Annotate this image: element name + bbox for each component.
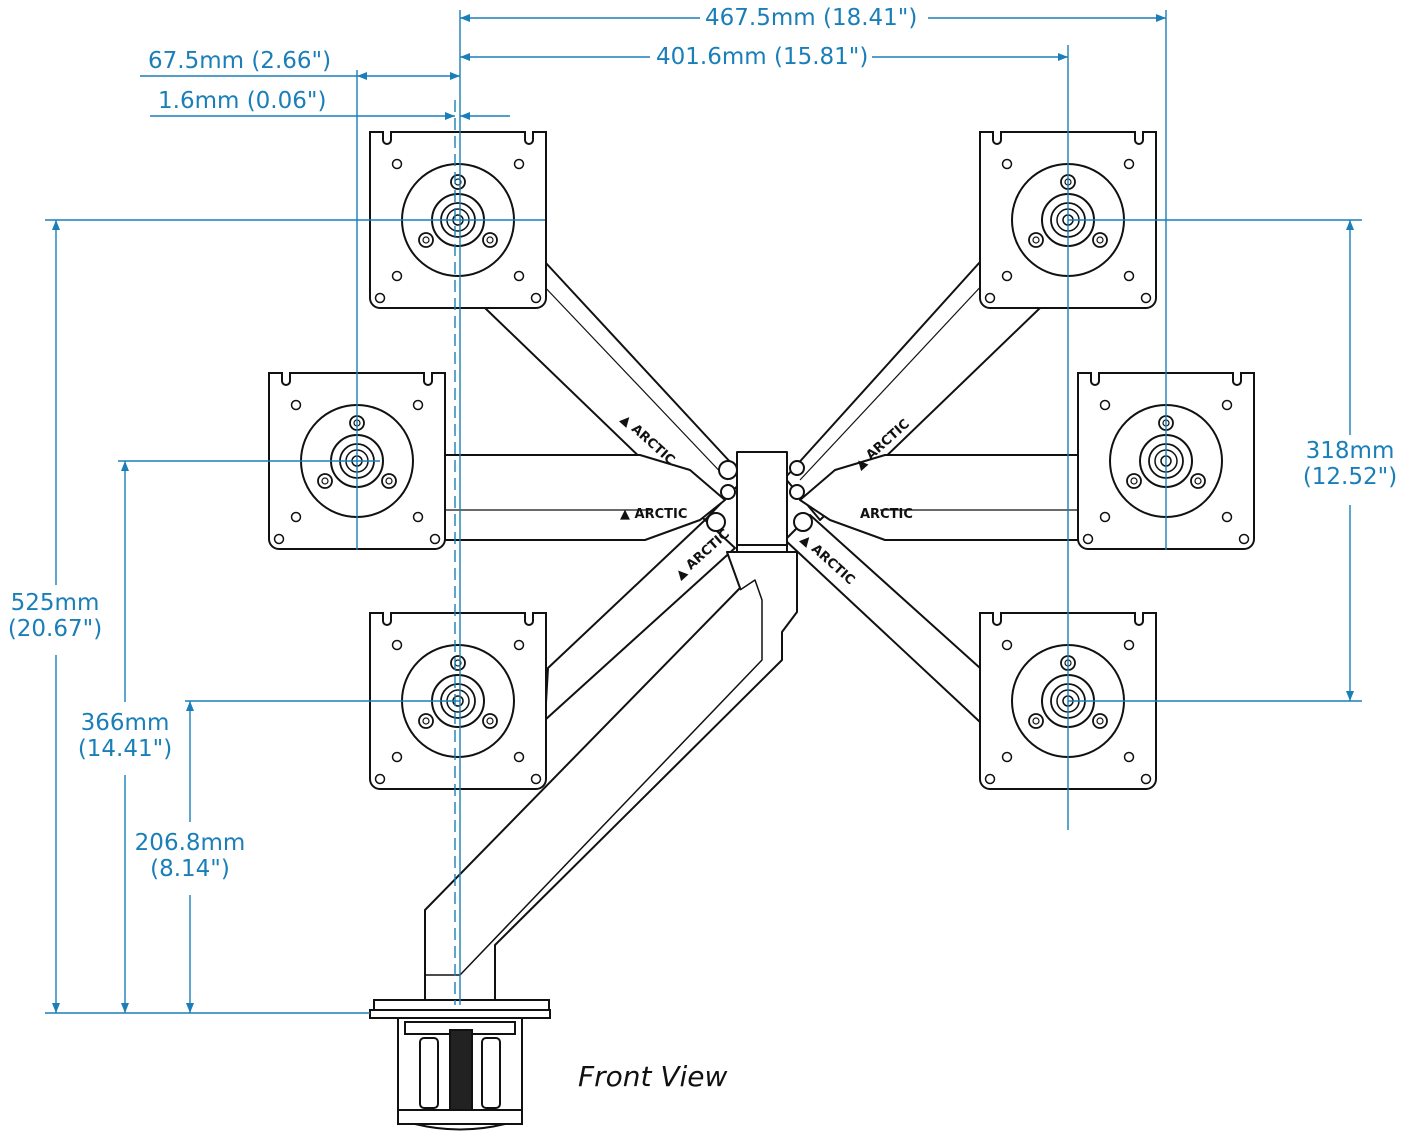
dim-mid-height-inch: (14.41") (77, 736, 173, 762)
dim-total-height: 525mm (20.67") (2, 590, 108, 642)
brand-label: ▲ ARCTIC (620, 507, 687, 522)
dim-vesa-span: 401.6mm (15.81") (656, 44, 869, 70)
dim-mid-height-mm: 366mm (80, 710, 170, 736)
middle-left-arm (443, 454, 726, 541)
dim-mid-height: 366mm (14.41") (72, 710, 178, 762)
dim-right-height: 318mm (12.52") (1300, 438, 1400, 490)
dim-right-height-inch: (12.52") (1302, 464, 1398, 490)
dim-left-offset: 67.5mm (2.66") (148, 48, 332, 74)
dim-total-height-mm: 525mm (10, 590, 100, 616)
dim-overall-width: 467.5mm (18.41") (705, 5, 918, 31)
lower-left-arm (544, 519, 736, 721)
dim-low-height-mm: 206.8mm (134, 830, 246, 856)
main-arm (424, 551, 798, 1001)
middle-right-arm (799, 454, 1083, 541)
arms (424, 261, 1083, 1001)
dim-small-offset: 1.6mm (0.06") (158, 88, 327, 114)
dim-low-height-inch: (8.14") (150, 856, 230, 882)
brand-label: ARCTIC (860, 507, 913, 522)
dimension-lines (45, 10, 1362, 1014)
desk-clamp (369, 999, 551, 1131)
dim-low-height: 206.8mm (8.14") (130, 830, 250, 882)
dim-right-height-mm: 318mm (1305, 438, 1395, 464)
center-column (736, 451, 788, 553)
view-caption: Front View (578, 1060, 728, 1093)
dim-total-height-inch: (20.67") (7, 616, 103, 642)
